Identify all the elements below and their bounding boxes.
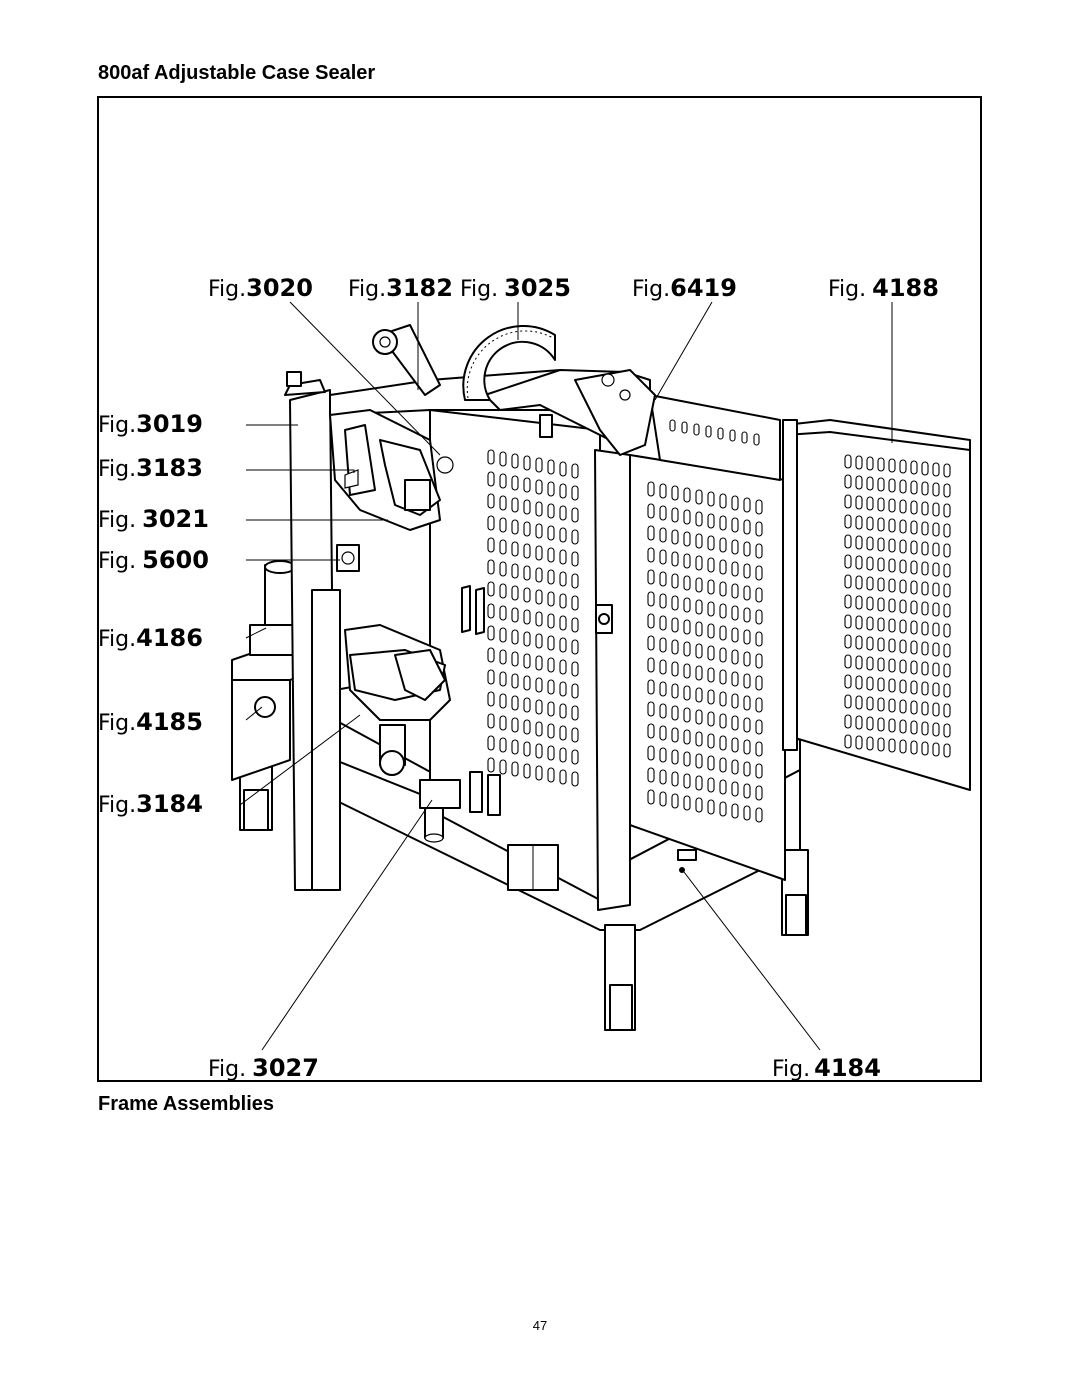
fig-label-3184: Fig.3184 (98, 790, 203, 818)
fig-label-3182: Fig.3182 (348, 274, 453, 302)
back-panel-perforations (669, 419, 760, 446)
leader-3027 (261, 799, 433, 1051)
center-panel-perforations (487, 449, 579, 787)
leader-3184 (239, 714, 361, 806)
fig-label-3021: Fig.3021 (98, 505, 209, 533)
machine-illustration (231, 324, 971, 1031)
figure-labels: Fig.3020 Fig.3182 Fig.3025 Fig.6419 Fig.… (98, 274, 939, 1082)
fig-label-4185: Fig.4185 (98, 708, 203, 736)
door-panel-perforations (647, 481, 763, 823)
leader-6419 (654, 301, 713, 401)
fig-label-4188: Fig.4188 (828, 274, 939, 302)
fig-label-3019: Fig.3019 (98, 410, 203, 438)
fig-label-3027: Fig.3027 (208, 1054, 319, 1082)
page-number: 47 (532, 1318, 548, 1333)
leader-4185 (245, 706, 263, 721)
page-title: 800af Adjustable Case Sealer (98, 62, 376, 84)
right-panel-perforations (844, 454, 951, 758)
fig-label-4186: Fig.4186 (98, 624, 203, 652)
fig-label-3025: Fig.3025 (460, 274, 571, 302)
fig-label-5600: Fig.5600 (98, 546, 209, 574)
fig-4184-dot (679, 867, 685, 873)
leader-3183 (246, 469, 355, 473)
fig-label-3020: Fig.3020 (208, 274, 313, 302)
fig-label-6419: Fig.6419 (632, 274, 737, 302)
fig-label-3183: Fig.3183 (98, 454, 203, 482)
leader-4186 (245, 627, 267, 639)
leader-4184 (683, 871, 821, 1051)
section-title: Frame Assemblies (98, 1093, 275, 1115)
fig-label-4184: Fig.4184 (772, 1054, 881, 1082)
leader-3020 (289, 301, 441, 456)
callout-leaders (239, 301, 893, 1051)
figure-frame (97, 96, 982, 1082)
